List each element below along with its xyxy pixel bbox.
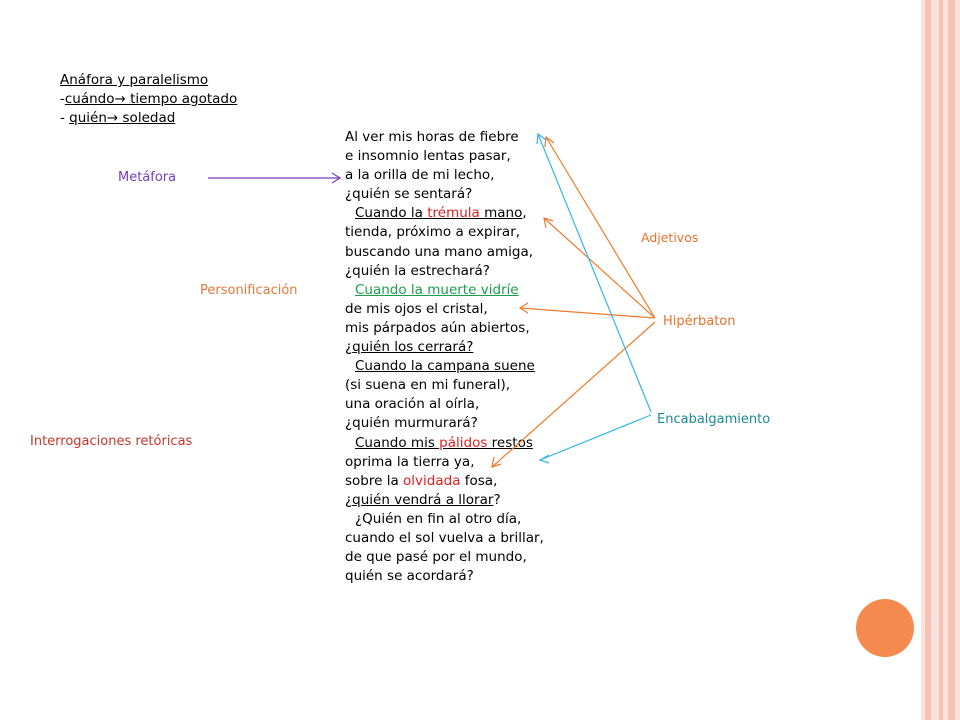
poem-line: ¿quién murmurará? <box>345 415 478 432</box>
poem-line: una oración al oírla, <box>345 396 480 413</box>
poem-line: e insomnio lentas pasar, <box>345 148 511 165</box>
poem-line: Cuando la trémula mano, <box>355 205 527 222</box>
decorative-orange-circle <box>856 599 914 657</box>
arrow-right-icon: → <box>114 91 126 107</box>
stripe-band-2 <box>939 0 943 720</box>
poem: Al ver mis horas de fiebre e insomnio le… <box>345 128 544 586</box>
anafora-line-cuando: -cuándo→ tiempo agotado <box>60 91 238 107</box>
poem-line: Cuando la campana suene <box>355 358 535 375</box>
poem-line: de mis ojos el cristal, <box>345 300 488 317</box>
poem-line: cuando el sol vuelva a brillar, <box>345 529 544 546</box>
adjective-palidos: pálidos <box>439 434 488 451</box>
poem-line: Cuando mis pálidos restos <box>355 434 533 451</box>
adjective-tremula: trémula <box>427 205 480 222</box>
label-personificacion: Personificación <box>200 283 298 298</box>
label-adjetivos: Adjetivos <box>641 230 699 245</box>
poem-line: ¿Quién en fin al otro día, <box>355 510 522 527</box>
poem-line: ¿quién los cerrará? <box>345 339 474 356</box>
poem-line: sobre la olvidada fosa, <box>345 472 498 489</box>
poem-line: tienda, próximo a expirar, <box>345 224 521 241</box>
label-metafora: Metáfora <box>118 170 177 185</box>
poem-line: buscando una mano amiga, <box>345 243 534 260</box>
poem-line: ¿quién vendrá a llorar? <box>345 491 501 508</box>
poem-line: Cuando la muerte vidríe <box>345 281 544 300</box>
poem-line: Al ver mis horas de fiebre <box>345 129 519 145</box>
personification-phrase: Cuando la muerte vidríe <box>355 281 519 298</box>
poem-line: mis párpados aún abiertos, <box>345 319 530 336</box>
poem-line: oprima la tierra ya, <box>345 453 475 470</box>
arrow-right-icon: → <box>106 110 119 126</box>
adjective-olvidada: olvidada <box>403 472 461 489</box>
label-hiperbaton: Hipérbaton <box>663 314 736 329</box>
metafora-arrow <box>208 172 342 184</box>
poem-line: a la orilla de mi lecho, <box>345 167 495 184</box>
poem-line: (si suena en mi funeral), <box>345 377 511 394</box>
poem-line: quién se acordará? <box>345 568 474 585</box>
stripe-band-3 <box>948 0 955 720</box>
stripe-band-1 <box>925 0 931 720</box>
poem-line: de que pasé por el mundo, <box>345 549 527 566</box>
hiperbaton-arrows <box>491 135 656 468</box>
anafora-line-quien: - quién→ soledad <box>60 110 176 126</box>
poem-line: ¿quién se sentará? <box>345 186 473 203</box>
poem-line: ¿quién la estrechará? <box>345 262 490 279</box>
label-interrogaciones: Interrogaciones retóricas <box>30 434 193 449</box>
encabalgamiento-arrows <box>536 132 652 464</box>
label-encabalgamiento: Encabalgamiento <box>657 412 771 427</box>
anafora-title: Anáfora y paralelismo <box>60 72 209 88</box>
